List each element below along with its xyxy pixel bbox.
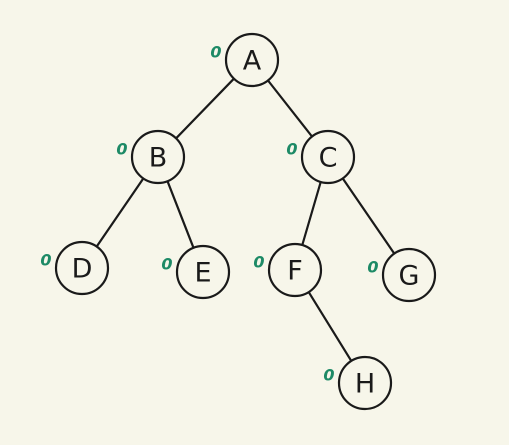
node-mark: 0 <box>161 255 172 274</box>
node-mark: 0 <box>367 258 378 277</box>
node-mark: 0 <box>210 43 221 62</box>
edge-b-e <box>166 180 195 249</box>
node-circle <box>337 355 393 411</box>
node-label: G <box>399 261 420 292</box>
edge-c-g <box>341 177 396 255</box>
node-circle <box>175 244 231 300</box>
node-mark: 0 <box>253 253 264 272</box>
node-label: E <box>194 258 211 289</box>
node-circle <box>54 240 110 296</box>
tree-node-b: B0 <box>116 129 186 185</box>
node-label: D <box>72 254 93 285</box>
edge-a-c <box>266 79 314 138</box>
node-label: H <box>355 369 375 400</box>
edge-c-f <box>301 180 322 247</box>
node-mark: 0 <box>40 251 51 270</box>
edge-f-h <box>307 291 353 362</box>
tree-node-f: F0 <box>253 242 323 298</box>
node-label: C <box>319 143 338 174</box>
tree-node-c: C0 <box>286 129 356 185</box>
node-circle <box>300 129 356 185</box>
node-mark: 0 <box>116 140 127 159</box>
node-mark: 0 <box>323 366 334 385</box>
tree-node-a: A0 <box>210 32 280 88</box>
node-circle <box>267 242 323 298</box>
tree-node-e: E0 <box>161 244 231 300</box>
tree-node-g: G0 <box>367 247 437 303</box>
edges-layer <box>95 77 396 362</box>
node-label: A <box>243 46 262 77</box>
node-circle <box>381 247 437 303</box>
tree-node-d: D0 <box>40 240 110 296</box>
node-circle <box>130 129 186 185</box>
tree-node-h: H0 <box>323 355 393 411</box>
node-circle <box>224 32 280 88</box>
edge-a-b <box>175 77 235 140</box>
edge-b-d <box>95 177 145 248</box>
node-label: F <box>287 256 303 287</box>
node-label: B <box>149 143 168 174</box>
node-mark: 0 <box>286 140 297 159</box>
